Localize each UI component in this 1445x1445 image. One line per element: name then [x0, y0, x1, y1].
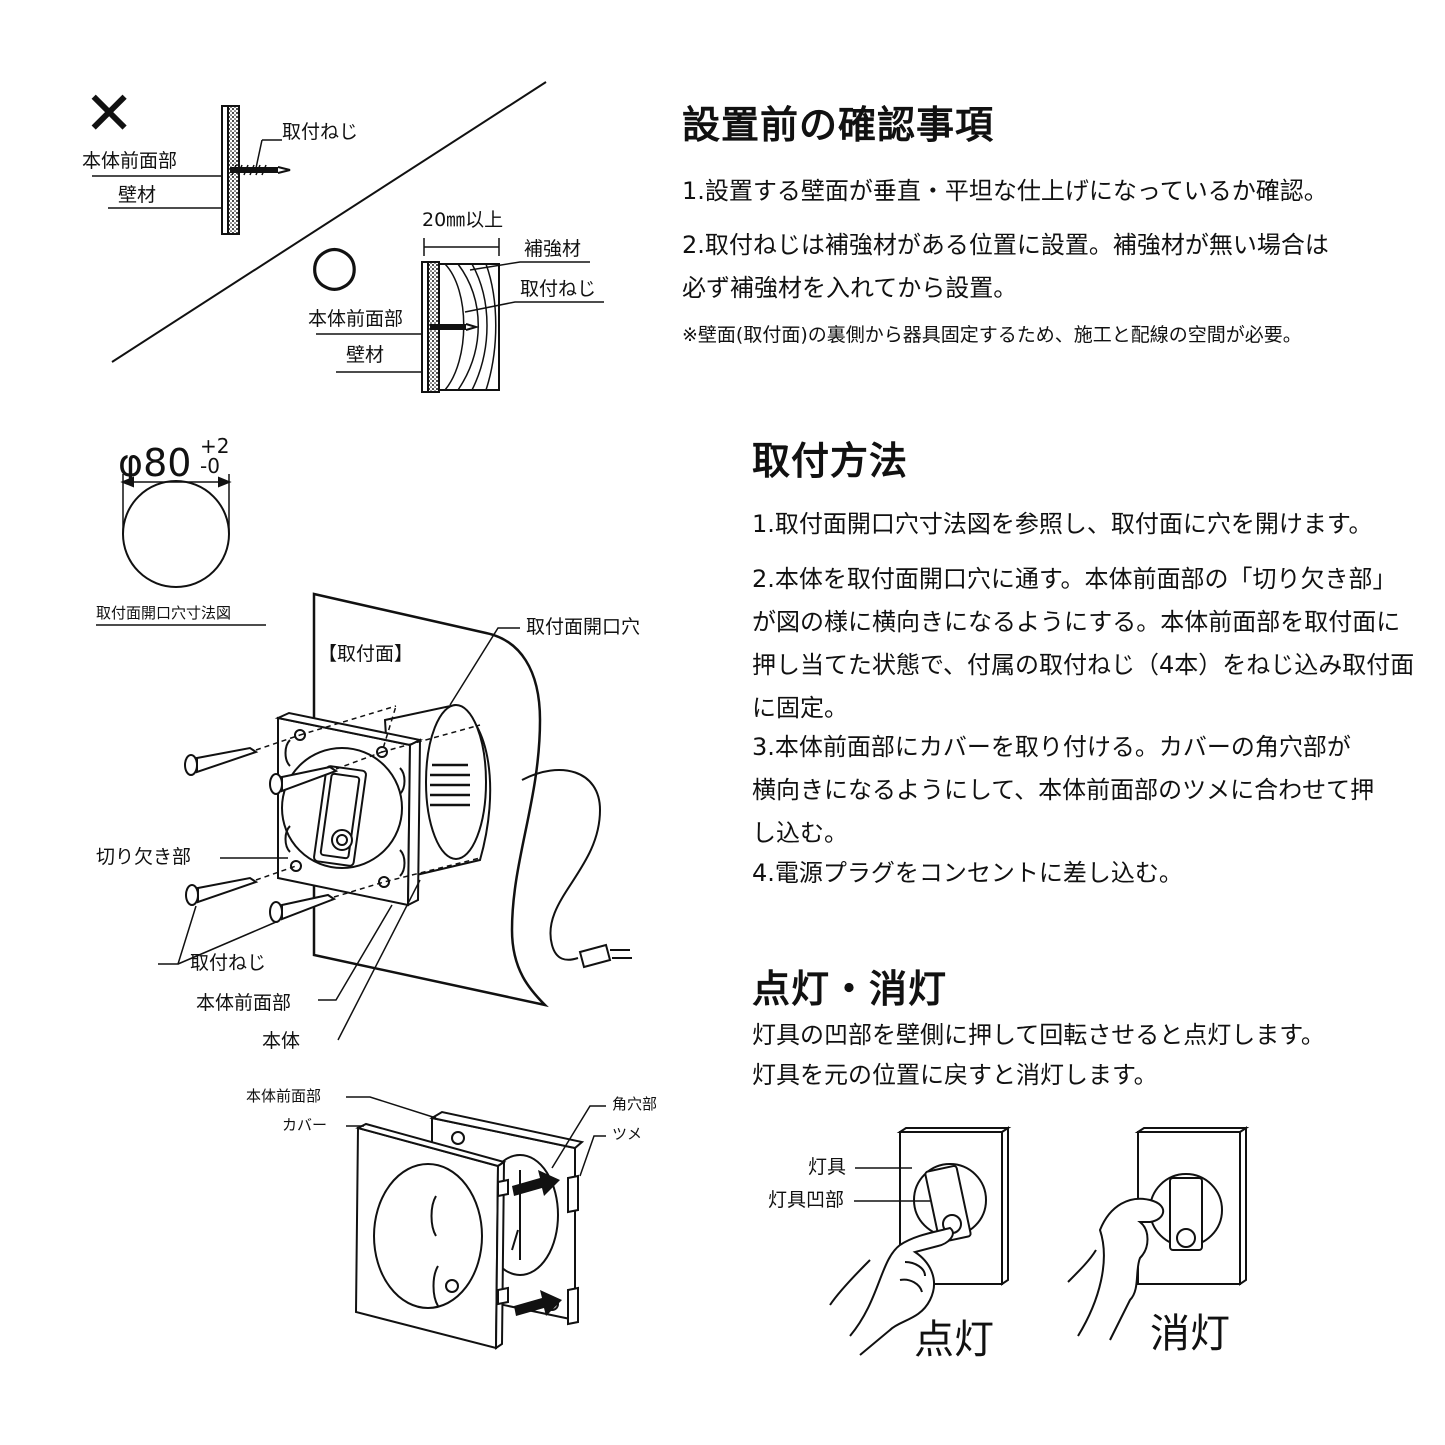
method-line-7: 横向きになるようにして、本体前面部のツメに合わせて押	[752, 776, 1375, 804]
cover-leaders	[346, 1096, 606, 1177]
front-plate	[274, 711, 424, 907]
ok-reinforce-label: 補強材	[524, 238, 582, 260]
on-illustration	[829, 1126, 1012, 1356]
ok-wall-section	[316, 238, 604, 393]
ok-front-label: 本体前面部	[308, 308, 404, 330]
hole-dimension: φ80	[118, 441, 192, 485]
ok-screw-label: 取付ねじ	[520, 278, 597, 300]
opening-leader	[449, 627, 520, 706]
power-cord	[521, 769, 632, 969]
cover-front-label: 本体前面部	[246, 1087, 322, 1105]
divider-line	[111, 81, 547, 363]
ng-front-label: 本体前面部	[82, 150, 178, 172]
opening-label: 取付面開口穴	[526, 616, 641, 638]
ng-wall-section	[92, 105, 291, 235]
check-item-1: 1.設置する壁面が垂直・平坦な仕上げになっているか確認。	[682, 177, 1328, 205]
surface-label: 【取付面】	[318, 643, 414, 665]
front-label: 本体前面部	[196, 992, 292, 1014]
method-line-4: 押し当てた状態で、付属の取付ねじ（4本）をねじ込み取付面	[752, 651, 1415, 679]
switch-line-2: 灯具を元の位置に戻すと消灯します。	[752, 1061, 1158, 1089]
method-title: 取付方法	[752, 439, 909, 483]
ok-depth-label: 20㎜以上	[422, 209, 504, 231]
ok-wall-label: 壁材	[346, 344, 385, 366]
check-title: 設置前の確認事項	[682, 103, 995, 147]
ng-mark: ✕	[84, 79, 135, 149]
screw-label: 取付ねじ	[190, 952, 267, 974]
off-illustration	[1067, 1126, 1250, 1341]
install-leaders	[158, 857, 421, 1041]
method-line-2: 2.本体を取付面開口穴に通す。本体前面部の「切り欠き部」	[752, 565, 1397, 593]
switch-line-1: 灯具の凹部を壁側に押して回転させると点灯します。	[752, 1021, 1325, 1049]
method-line-6: 3.本体前面部にカバーを取り付ける。カバーの角穴部が	[752, 733, 1351, 761]
notch-label: 切り欠き部	[96, 846, 192, 868]
check-note: ※壁面(取付面)の裏側から器具固定するため、施工と配線の空間が必要。	[682, 324, 1302, 346]
claw-label: ツメ	[612, 1125, 643, 1143]
method-line-1: 1.取付面開口穴寸法図を参照し、取付面に穴を開けます。	[752, 510, 1373, 538]
check-item-2-line-1: 2.取付ねじは補強材がある位置に設置。補強材が無い場合は	[682, 231, 1329, 259]
method-line-8: し込む。	[752, 819, 848, 847]
method-line-9: 4.電源プラグをコンセントに差し込む。	[752, 859, 1183, 887]
hole-drawing	[96, 474, 266, 626]
hole-tolerance: +2 -0	[200, 434, 230, 478]
ng-wall-label: 壁材	[118, 184, 157, 206]
lamp-recess-label: 灯具凹部	[768, 1189, 845, 1211]
mounting-screws	[184, 705, 481, 923]
square-hole-label: 角穴部	[612, 1095, 658, 1113]
hole-caption: 取付面開口穴寸法図	[96, 604, 232, 622]
method-line-5: に固定。	[752, 694, 848, 722]
lamp-label: 灯具	[808, 1156, 847, 1178]
method-line-3: が図の様に横向きになるようにする。本体前面部を取付面に	[752, 608, 1401, 636]
cover-label: カバー	[282, 1116, 328, 1134]
check-item-2-line-2: 必ず補強材を入れてから設置。	[682, 274, 1018, 302]
ng-screw-label: 取付ねじ	[282, 121, 359, 143]
off-label: 消灯	[1150, 1311, 1230, 1357]
on-label: 点灯	[914, 1317, 994, 1363]
ok-mark: ○	[310, 233, 359, 298]
insert-arrows	[512, 1170, 562, 1316]
switch-title: 点灯・消灯	[752, 967, 948, 1011]
body-label: 本体	[262, 1030, 301, 1052]
